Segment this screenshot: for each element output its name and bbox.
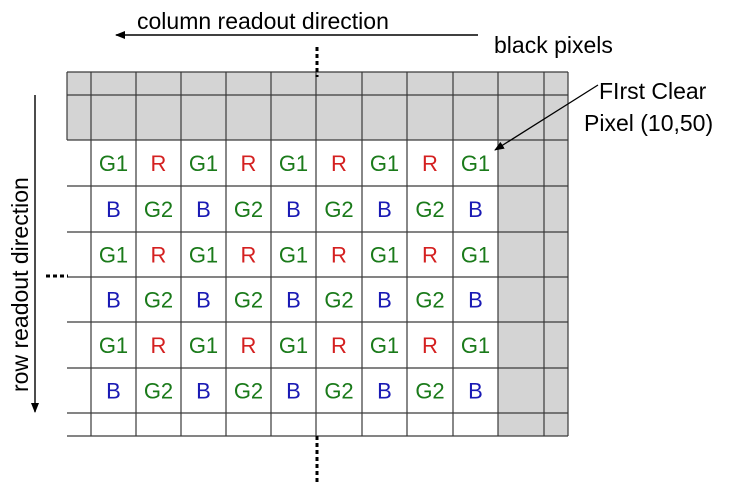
- bayer-cell-g2: G2: [234, 288, 263, 313]
- black-pixel-region: [67, 72, 568, 436]
- bayer-cell-r: R: [422, 151, 438, 176]
- bayer-cell-b: B: [468, 197, 483, 222]
- bayer-cell-b: B: [377, 197, 392, 222]
- column-readout-label: column readout direction: [137, 8, 389, 34]
- bayer-cell-r: R: [241, 151, 257, 176]
- bayer-cell-g1: G1: [461, 333, 490, 358]
- bayer-cell-g2: G2: [144, 288, 173, 313]
- bayer-cell-b: B: [196, 288, 211, 313]
- bayer-cell-b: B: [106, 288, 121, 313]
- bayer-cell-r: R: [151, 151, 167, 176]
- bayer-cell-g1: G1: [189, 243, 218, 268]
- bayer-cell-b: B: [377, 379, 392, 404]
- bayer-cell-b: B: [468, 288, 483, 313]
- first-clear-pixel-label-line1: FIrst Clear: [599, 78, 707, 104]
- bayer-cell-g1: G1: [99, 243, 128, 268]
- bayer-cell-r: R: [331, 333, 347, 358]
- bayer-cell-g1: G1: [370, 333, 399, 358]
- bayer-cell-g2: G2: [324, 379, 353, 404]
- bayer-cell-g2: G2: [415, 379, 444, 404]
- bayer-cell-g1: G1: [279, 243, 308, 268]
- bayer-cell-g1: G1: [370, 151, 399, 176]
- black-pixels-label: black pixels: [494, 32, 613, 58]
- first-clear-pixel-label-line2: Pixel (10,50): [584, 110, 713, 136]
- bayer-cell-g2: G2: [324, 288, 353, 313]
- bayer-cell-g1: G1: [370, 243, 399, 268]
- bayer-cell-b: B: [468, 379, 483, 404]
- bayer-cell-b: B: [286, 197, 301, 222]
- bayer-cell-g2: G2: [415, 288, 444, 313]
- bayer-cell-b: B: [196, 379, 211, 404]
- bayer-cell-g1: G1: [189, 333, 218, 358]
- first-clear-pixel-pointer: [494, 84, 599, 151]
- bayer-cell-r: R: [331, 151, 347, 176]
- bayer-cell-g1: G1: [99, 151, 128, 176]
- bayer-cell-r: R: [151, 333, 167, 358]
- pixel-grid: [66, 71, 569, 437]
- bayer-cell-g1: G1: [99, 333, 128, 358]
- bayer-cell-g1: G1: [189, 151, 218, 176]
- bayer-cell-b: B: [196, 197, 211, 222]
- bayer-cell-r: R: [241, 243, 257, 268]
- bayer-cell-b: B: [106, 379, 121, 404]
- bayer-cell-b: B: [286, 379, 301, 404]
- bayer-cell-g1: G1: [279, 151, 308, 176]
- black-pixel-top-band: [67, 72, 568, 140]
- bayer-cell-g2: G2: [144, 197, 173, 222]
- bayer-cell-r: R: [151, 243, 167, 268]
- bayer-cell-g2: G2: [324, 197, 353, 222]
- bayer-cell-r: R: [422, 243, 438, 268]
- bayer-cell-g1: G1: [279, 333, 308, 358]
- bayer-cell-g2: G2: [144, 379, 173, 404]
- bayer-cell-r: R: [422, 333, 438, 358]
- bayer-cell-b: B: [106, 197, 121, 222]
- bayer-cell-b: B: [377, 288, 392, 313]
- bayer-cell-g2: G2: [415, 197, 444, 222]
- bayer-cell-r: R: [331, 243, 347, 268]
- bayer-cell-r: R: [241, 333, 257, 358]
- row-readout-label: row readout direction: [7, 177, 33, 392]
- black-pixel-right-band: [498, 72, 568, 436]
- bayer-cell-g1: G1: [461, 243, 490, 268]
- bayer-cell-g1: G1: [461, 151, 490, 176]
- bayer-cell-b: B: [286, 288, 301, 313]
- bayer-cell-g2: G2: [234, 197, 263, 222]
- bayer-cell-g2: G2: [234, 379, 263, 404]
